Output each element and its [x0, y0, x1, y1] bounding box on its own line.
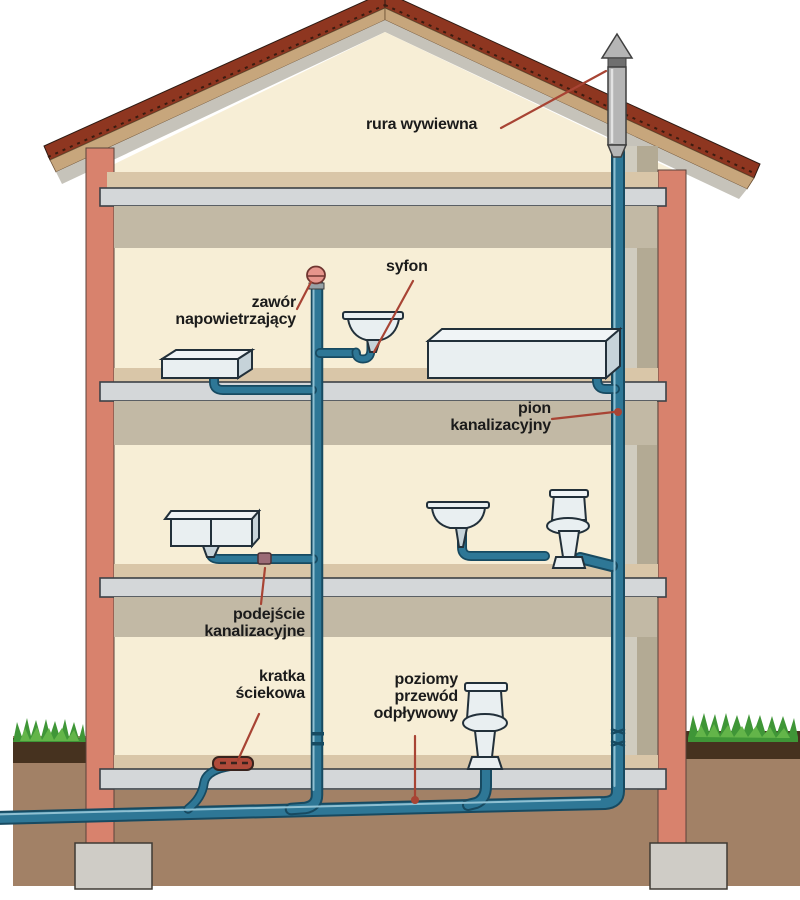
shower-tray: [158, 348, 256, 380]
label-pion-line1: pion: [518, 400, 551, 417]
label-kratka-line1: kratka: [259, 668, 305, 685]
right-wall: [657, 169, 687, 846]
floors: [99, 172, 667, 790]
floor3-underside: [114, 597, 657, 637]
label-poziomy-line3: odpływowy: [373, 705, 459, 723]
topsoil-left: [13, 738, 86, 763]
structure: [74, 147, 728, 890]
foundation-footing-left: [74, 842, 153, 890]
attic-floor-slab: [99, 187, 667, 207]
label-zawor-line1: zawór: [251, 294, 297, 311]
grass-left-highlight: [20, 727, 79, 741]
label-podejscie-kanalizacyjne: podejście kanalizacyjne: [170, 606, 305, 640]
coupling-secondary-2: [311, 742, 324, 746]
toilet-middle-pedestal: [557, 530, 581, 558]
vent-body: [607, 66, 627, 146]
floor3-slab: [99, 577, 667, 598]
toilet-middle: [546, 489, 590, 569]
pointer-rura-wywiewna: [499, 69, 608, 130]
toilet-middle-base: [551, 556, 587, 569]
pointer-poziomy-dot: [411, 796, 419, 804]
toilet-middle-lid: [549, 489, 589, 498]
floor3-surface: [114, 564, 658, 578]
vent-pipe: [600, 32, 634, 158]
left-wall: [85, 147, 115, 846]
bathtub-top: [425, 328, 623, 342]
washbasin-top-rim: [342, 311, 404, 320]
label-kratka-line2: ściekowa: [235, 685, 305, 703]
attic-floor-underside: [114, 206, 657, 248]
coupling-secondary-1: [311, 732, 324, 736]
sewage-stack-main-fill: [0, 147, 623, 823]
washbasin-middle-rim: [426, 501, 490, 509]
bathtub: [425, 326, 623, 381]
pointer-pion-dot: [614, 408, 622, 416]
toilet-middle-connector-fill: [576, 554, 616, 570]
pointer-pion: [550, 410, 616, 421]
roof-inner-left: [56, 20, 385, 184]
label-poziomy-line1: poziomy: [394, 671, 459, 688]
branch-fitting: [257, 552, 272, 565]
floor-drain-grate: [212, 756, 254, 771]
vent-cap-cone: [600, 32, 634, 59]
label-zawor-napowietrzajacy: zawór napowietrzający: [130, 294, 296, 328]
pointer-kratka: [236, 712, 261, 762]
label-zawor-line2: napowietrzający: [175, 311, 296, 329]
horizontal-pipe-highlight: [0, 798, 601, 816]
vent-taper: [606, 144, 628, 158]
label-syfon: syfon: [386, 258, 428, 275]
toilet-ground-base: [466, 756, 504, 770]
interior-walls: [100, 172, 658, 790]
pointer-syfon: [372, 279, 415, 354]
toilet-ground: [462, 682, 508, 770]
kitchen-sink: [163, 508, 262, 558]
kitchen-sink-funnel: [201, 545, 221, 558]
pointer-lines: [236, 69, 622, 804]
label-poziomy-line2: przewód: [394, 688, 459, 706]
label-podejscie-line1: podejście: [232, 606, 305, 623]
attic-floor-surface: [107, 172, 658, 188]
vent-cap-ring: [607, 57, 627, 68]
roof-tile-texture-left: [47, 4, 386, 158]
fixtures: [158, 265, 623, 771]
cleanout-main-2: [610, 739, 626, 748]
label-kratka-sciekowa: kratka ściekowa: [210, 668, 305, 702]
label-rura-wywiewna: rura wywiewna: [366, 116, 478, 133]
washbasin-middle: [426, 501, 490, 548]
toilet-ground-lid: [464, 682, 508, 692]
attic-gable: [94, 32, 682, 174]
foundation-footing-right: [649, 842, 728, 890]
valve-cap: [306, 265, 326, 285]
label-pion-kanalizacyjny: pion kanalizacyjny: [415, 400, 551, 434]
label-pion-line2: kanalizacyjny: [450, 417, 551, 435]
washbasin-middle-funnel: [454, 527, 469, 548]
label-poziomy-przewod-odplywowy: poziomy przewód odpływowy: [350, 671, 459, 723]
shower-branch-pipe-fill: [210, 370, 316, 394]
ground-floor-slab: [99, 768, 667, 790]
ground-floor-surface: [114, 755, 658, 769]
floor2-slab: [99, 381, 667, 402]
toilet-ground-seat: [462, 713, 508, 733]
bathtub-drain-pipe-fill: [593, 368, 619, 393]
pointer-podejscie: [259, 566, 267, 606]
air-admittance-valve: [306, 265, 326, 290]
grass-left: [13, 718, 86, 742]
pointer-zawor: [295, 280, 313, 311]
bathtub-front: [427, 340, 607, 379]
toilet-ground-pedestal: [473, 730, 497, 758]
sewage-stack-secondary-fill: [286, 279, 322, 814]
kitchen-sink-rim: [163, 510, 262, 520]
grass-right-highlight: [695, 724, 790, 738]
label-podejscie-line2: kanalizacyjne: [204, 623, 305, 641]
cleanout-main-1: [610, 727, 626, 736]
shower-tray-front: [161, 358, 239, 379]
floor2-underside: [114, 401, 657, 445]
